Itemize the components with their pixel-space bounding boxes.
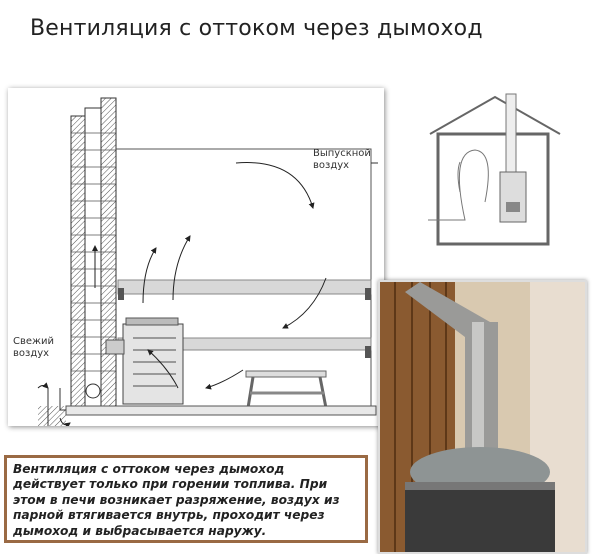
sauna-ventilation-diagram: Выпускной воздух Свежий воздух [8, 88, 384, 429]
diagram-drawing [37, 97, 378, 429]
fresh-air-label: Свежий [13, 336, 55, 347]
page-title: Вентиляция с оттоком через дымоход [30, 16, 483, 41]
description-box: Вентиляция с оттоком через дымоход дейст… [4, 455, 368, 543]
stove [105, 317, 184, 405]
house-airflow-sketch [420, 92, 570, 252]
stove-photo-illustration [380, 282, 585, 552]
brick-chimney [70, 97, 117, 407]
fresh-air-label-2: воздух [13, 348, 50, 359]
stove-photo [378, 280, 587, 554]
exhaust-air-label-2: воздух [313, 160, 350, 171]
house-drawing [428, 93, 561, 246]
description-text: Вентиляция с оттоком через дымоход дейст… [13, 462, 340, 538]
exhaust-air-label: Выпускной [313, 148, 371, 159]
